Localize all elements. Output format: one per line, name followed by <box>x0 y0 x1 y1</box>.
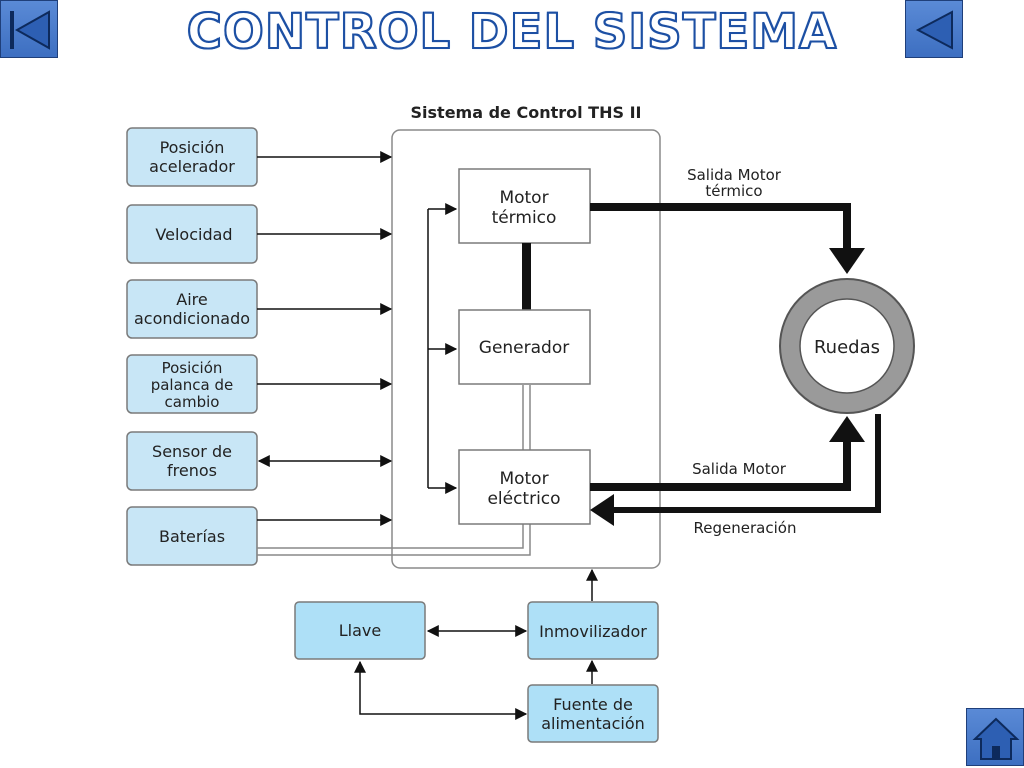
svg-text:Motor: Motor <box>499 188 548 208</box>
svg-text:Ruedas: Ruedas <box>814 337 880 358</box>
input-posicion-palanca: Posición palanca de cambio <box>126 354 258 414</box>
svg-text:Velocidad: Velocidad <box>155 225 232 244</box>
svg-text:Sensor de: Sensor de <box>152 442 232 461</box>
svg-text:frenos: frenos <box>167 461 217 480</box>
battery-power-line <box>257 385 531 556</box>
input-velocidad: Velocidad <box>126 204 258 264</box>
generador-box: Generador <box>458 309 591 385</box>
svg-text:Generador: Generador <box>479 338 569 358</box>
inmovilizador-box: Inmovilizador <box>527 601 659 660</box>
svg-text:cambio: cambio <box>165 393 220 411</box>
input-baterias: Baterías <box>126 506 258 566</box>
svg-text:acondicionado: acondicionado <box>134 309 250 328</box>
input-arrows <box>257 151 393 526</box>
power-flows <box>590 203 881 526</box>
back-triangle-icon <box>915 10 953 50</box>
label-salida-motor: Salida Motor <box>692 460 787 478</box>
back-button[interactable] <box>905 0 963 58</box>
page-title: CONTROL DEL SISTEMA <box>186 3 838 61</box>
motor-electrico-box: Motor eléctrico <box>458 449 591 525</box>
svg-text:Aire: Aire <box>176 290 207 309</box>
svg-text:Fuente de: Fuente de <box>553 695 633 714</box>
input-sensor-frenos: Sensor de frenos <box>126 431 258 491</box>
svg-text:Baterías: Baterías <box>159 527 225 546</box>
bottom-arrows <box>354 568 598 720</box>
svg-text:Motor: Motor <box>499 469 548 489</box>
ruedas-wheel: Ruedas <box>779 278 915 414</box>
skip-to-first-icon <box>10 10 50 50</box>
svg-text:palanca de: palanca de <box>151 376 234 394</box>
svg-text:eléctrico: eléctrico <box>487 489 560 509</box>
input-acelerador: Posición acelerador <box>126 127 258 187</box>
first-slide-button[interactable] <box>0 0 58 58</box>
label-regeneracion: Regeneración <box>694 519 797 537</box>
label-salida-motor-termico-1: Salida Motor <box>687 166 782 184</box>
engine-generator-shaft <box>522 243 531 310</box>
label-salida-motor-termico-2: térmico <box>705 182 762 200</box>
svg-text:Posición: Posición <box>162 359 223 377</box>
home-icon <box>972 717 1020 760</box>
llave-box: Llave <box>294 601 426 660</box>
internal-bus <box>427 203 458 494</box>
system-label: Sistema de Control THS II <box>411 103 642 122</box>
svg-text:Llave: Llave <box>339 621 381 640</box>
svg-text:térmico: térmico <box>492 208 557 228</box>
input-aire-acondicionado: Aire acondicionado <box>126 279 258 339</box>
svg-text:Posición: Posición <box>160 138 225 157</box>
svg-text:acelerador: acelerador <box>149 157 235 176</box>
fuente-alimentacion-box: Fuente de alimentación <box>527 684 659 743</box>
svg-text:Inmovilizador: Inmovilizador <box>539 622 647 641</box>
svg-text:alimentación: alimentación <box>541 714 645 733</box>
motor-termico-box: Motor térmico <box>458 168 591 244</box>
